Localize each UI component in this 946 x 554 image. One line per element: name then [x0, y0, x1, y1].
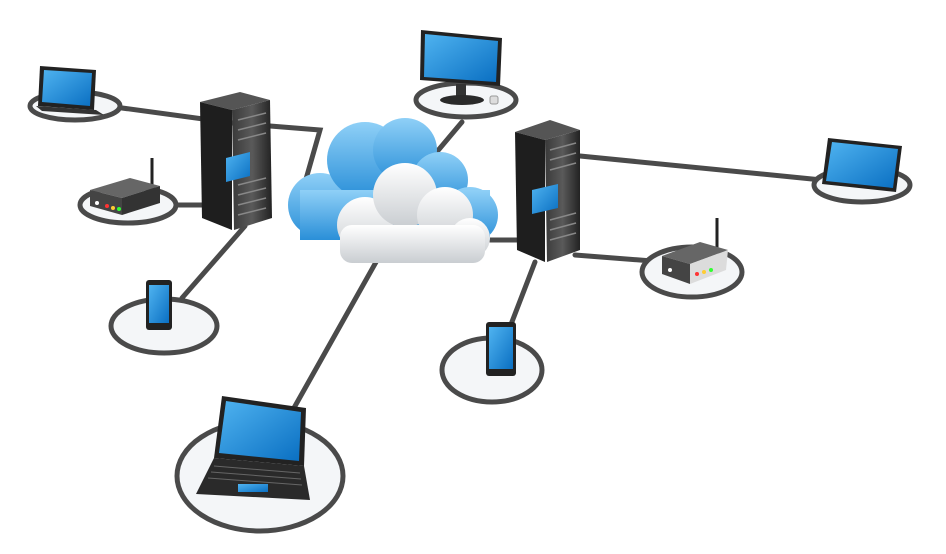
smartphone-right — [486, 322, 516, 376]
laptop-topleft — [36, 66, 104, 115]
cable-laptop-right — [577, 153, 825, 183]
network-cables — [97, 102, 825, 418]
wifi-router-left — [90, 158, 160, 215]
server-rack-left — [200, 92, 272, 230]
smartphone-left — [146, 280, 172, 330]
wifi-router-right — [662, 218, 728, 284]
server-rack-right — [515, 120, 580, 262]
cable-phone-left — [179, 223, 248, 301]
laptop-right — [822, 138, 902, 192]
cable-laptop-bottom — [287, 252, 383, 418]
cloud-icon — [288, 118, 498, 263]
desktop-monitor — [420, 30, 502, 105]
laptop-bottom — [196, 396, 310, 500]
